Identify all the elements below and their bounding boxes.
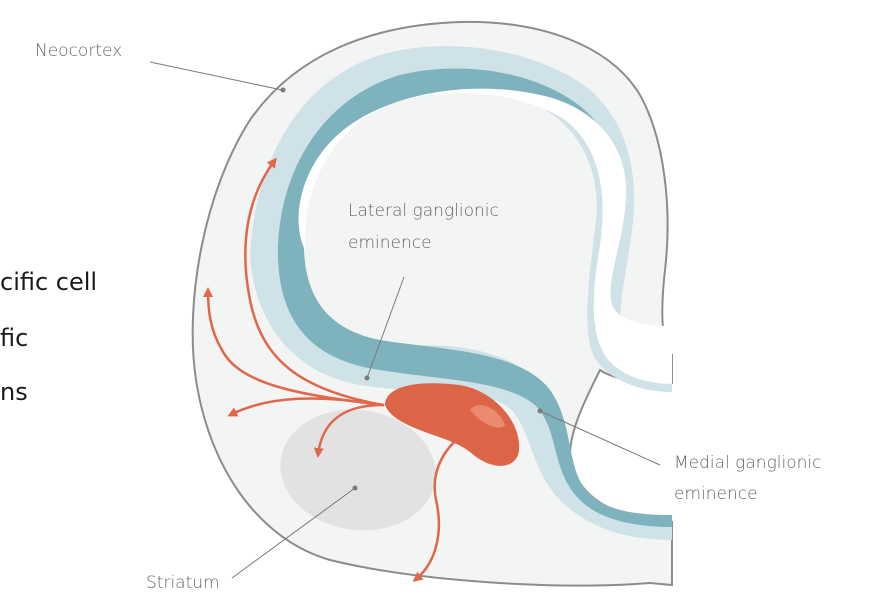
label-medial-line1: Medial ganglionic	[674, 453, 821, 473]
leader-medial-dot	[538, 409, 543, 414]
label-neocortex: Neocortex	[35, 41, 122, 61]
leader-lateral-dot	[365, 376, 370, 381]
leader-neocortex	[150, 62, 282, 90]
label-lateral-line2: eminence	[348, 233, 432, 253]
label-medial-line2: eminence	[674, 484, 758, 504]
leader-striatum-dot	[353, 486, 358, 491]
label-striatum: Striatum	[146, 573, 220, 593]
leader-neocortex-dot	[281, 88, 286, 93]
label-lateral-line1: Lateral ganglionic	[348, 201, 499, 221]
